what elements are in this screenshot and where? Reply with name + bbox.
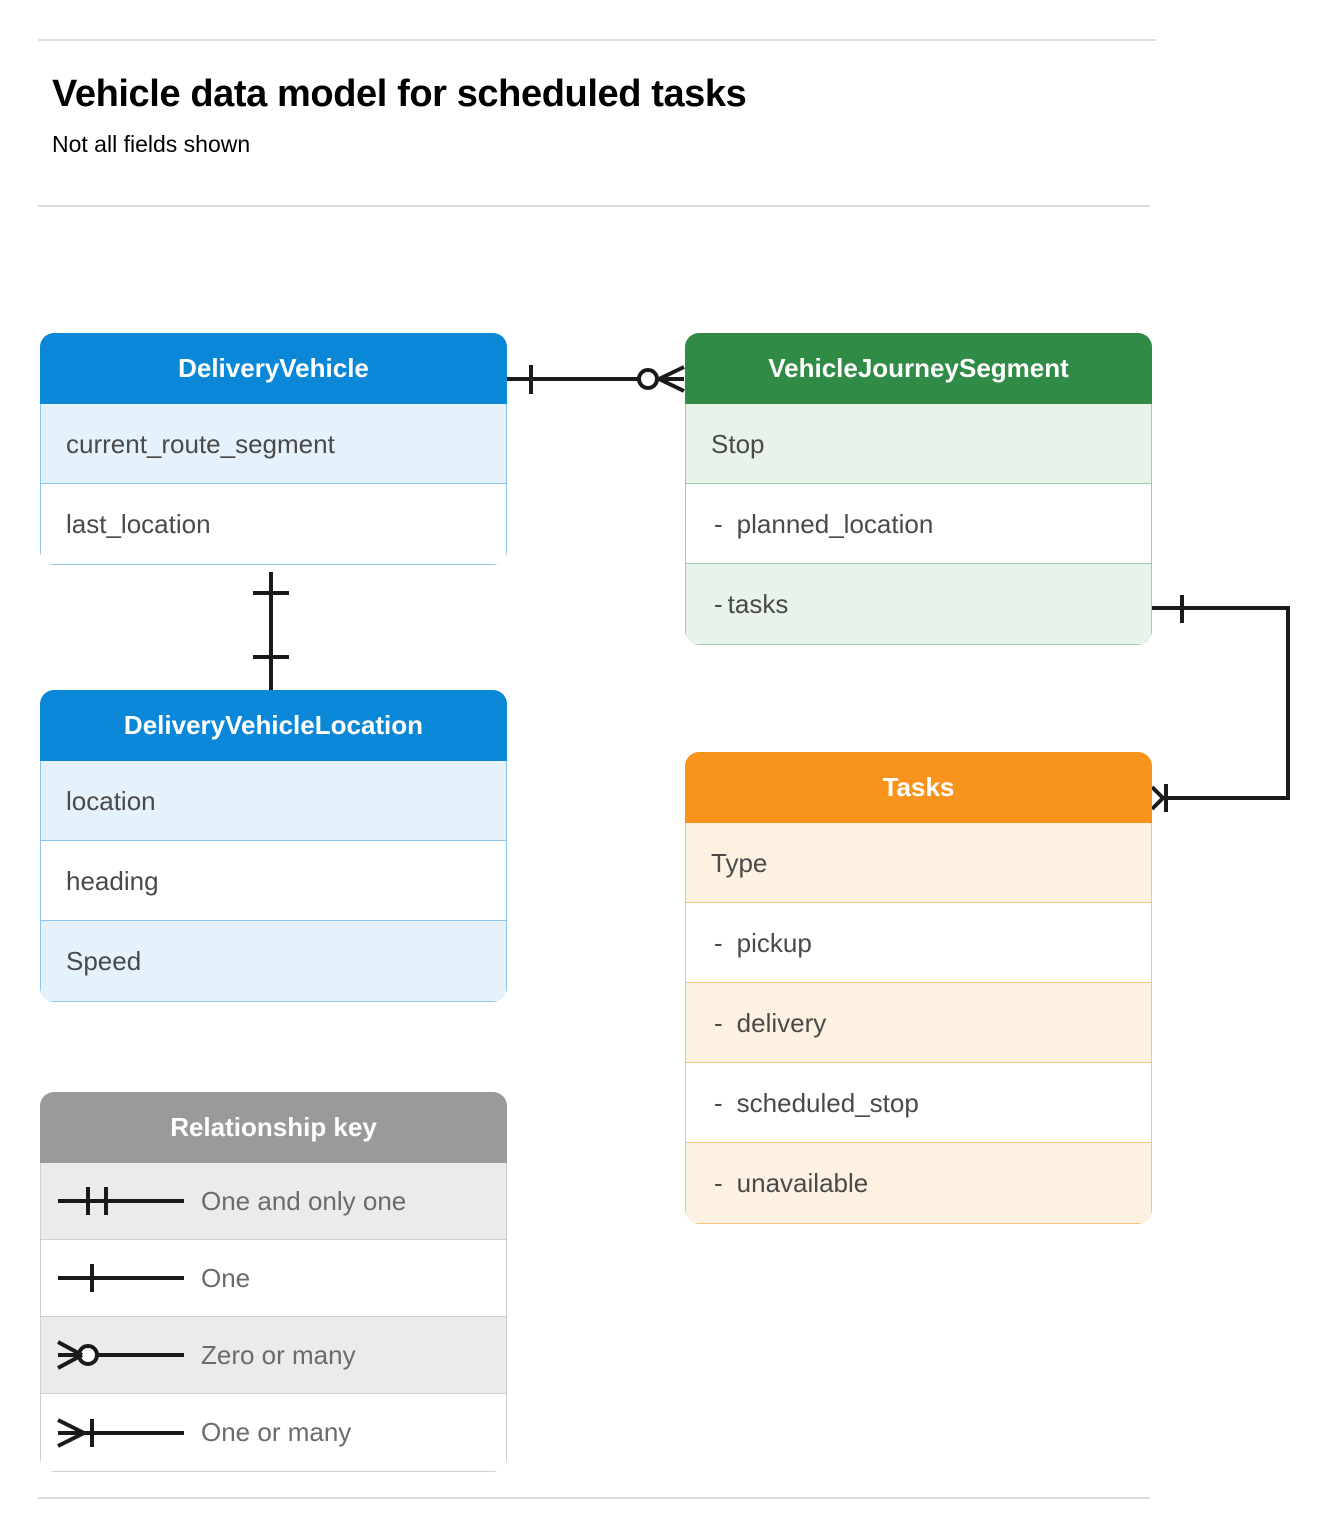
field-bullet-dash: - — [714, 1088, 723, 1118]
header-top-divider — [38, 39, 1156, 41]
legend-label: One and only one — [201, 1185, 407, 1216]
field-bullet-dash: - — [714, 1168, 723, 1198]
entity-fields-delivery-vehicle-location: location heading Speed — [40, 761, 507, 1002]
field-row: -delivery — [686, 983, 1151, 1063]
page-title: Vehicle data model for scheduled tasks — [52, 73, 747, 115]
crowsfoot-journey-lower — [658, 377, 685, 393]
header-bottom-divider — [38, 205, 1150, 207]
entity-fields-delivery-vehicle: current_route_segment last_location — [40, 404, 507, 565]
legend-label: Zero or many — [201, 1339, 356, 1370]
connector-tasks-orthogonal — [1152, 606, 1290, 800]
crowsfoot-tasks-upper — [1150, 785, 1165, 800]
footer-divider — [38, 1497, 1150, 1499]
field-label: tasks — [727, 589, 789, 619]
entity-title-delivery-vehicle: DeliveryVehicle — [40, 333, 507, 404]
crowsfoot-tasks-lower — [1150, 796, 1165, 811]
field-label: pickup — [736, 928, 812, 958]
field-label: delivery — [736, 1008, 827, 1038]
field-label: scheduled_stop — [736, 1088, 919, 1118]
cardinality-zero-circle-journey — [637, 368, 659, 390]
entity-delivery-vehicle-location[interactable]: DeliveryVehicleLocation location heading… — [40, 690, 507, 1002]
entity-fields-tasks: Type -pickup -delivery -scheduled_stop -… — [685, 823, 1152, 1224]
field-label: planned_location — [736, 509, 934, 539]
field-row: current_route_segment — [41, 404, 506, 484]
legend-rows: One and only one One — [40, 1163, 507, 1472]
legend-label: One — [201, 1262, 251, 1293]
field-label: location — [66, 786, 156, 816]
entity-title-tasks: Tasks — [685, 752, 1152, 823]
entity-fields-vehicle-journey-segment: Stop -planned_location -tasks — [685, 404, 1152, 645]
field-row: -pickup — [686, 903, 1151, 983]
crowsfoot-journey-upper — [658, 365, 685, 381]
legend-item-one-or-many: One or many — [41, 1394, 506, 1471]
field-row: last_location — [41, 484, 506, 564]
legend-item-one: One — [41, 1240, 506, 1317]
field-bullet-dash: - — [714, 589, 723, 619]
field-row: -unavailable — [686, 1143, 1151, 1223]
field-bullet-dash: - — [714, 509, 723, 539]
one-and-only-one-icon — [41, 1181, 201, 1221]
field-label: current_route_segment — [66, 429, 335, 459]
field-row: heading — [41, 841, 506, 921]
field-label: last_location — [66, 509, 211, 539]
field-bullet-dash: - — [714, 1008, 723, 1038]
entity-title-vehicle-journey-segment: VehicleJourneySegment — [685, 333, 1152, 404]
field-row: -tasks — [686, 564, 1151, 644]
legend-relationship-key[interactable]: Relationship key One and only one — [40, 1092, 507, 1472]
field-row: Type — [686, 823, 1151, 903]
legend-item-one-and-only-one: One and only one — [41, 1163, 506, 1240]
field-row: -scheduled_stop — [686, 1063, 1151, 1143]
zero-or-many-icon — [41, 1335, 201, 1375]
entity-delivery-vehicle[interactable]: DeliveryVehicle current_route_segment la… — [40, 333, 507, 565]
field-label: Stop — [711, 429, 765, 459]
legend-item-zero-or-many: Zero or many — [41, 1317, 506, 1394]
field-label: heading — [66, 866, 159, 896]
entity-tasks[interactable]: Tasks Type -pickup -delivery -scheduled_… — [685, 752, 1152, 1224]
field-label: Speed — [66, 946, 142, 976]
field-label: unavailable — [736, 1168, 869, 1198]
legend-label: One or many — [201, 1417, 352, 1447]
entity-vehicle-journey-segment[interactable]: VehicleJourneySegment Stop -planned_loca… — [685, 333, 1152, 645]
field-bullet-dash: - — [714, 928, 723, 958]
page-subtitle: Not all fields shown — [52, 131, 251, 157]
legend-title: Relationship key — [40, 1092, 507, 1163]
field-row: Stop — [686, 404, 1151, 484]
one-icon — [41, 1258, 201, 1298]
field-row: Speed — [41, 921, 506, 1001]
field-row: location — [41, 761, 506, 841]
entity-title-delivery-vehicle-location: DeliveryVehicleLocation — [40, 690, 507, 761]
one-or-many-icon — [41, 1413, 201, 1453]
field-row: -planned_location — [686, 484, 1151, 564]
field-label: Type — [711, 848, 768, 878]
